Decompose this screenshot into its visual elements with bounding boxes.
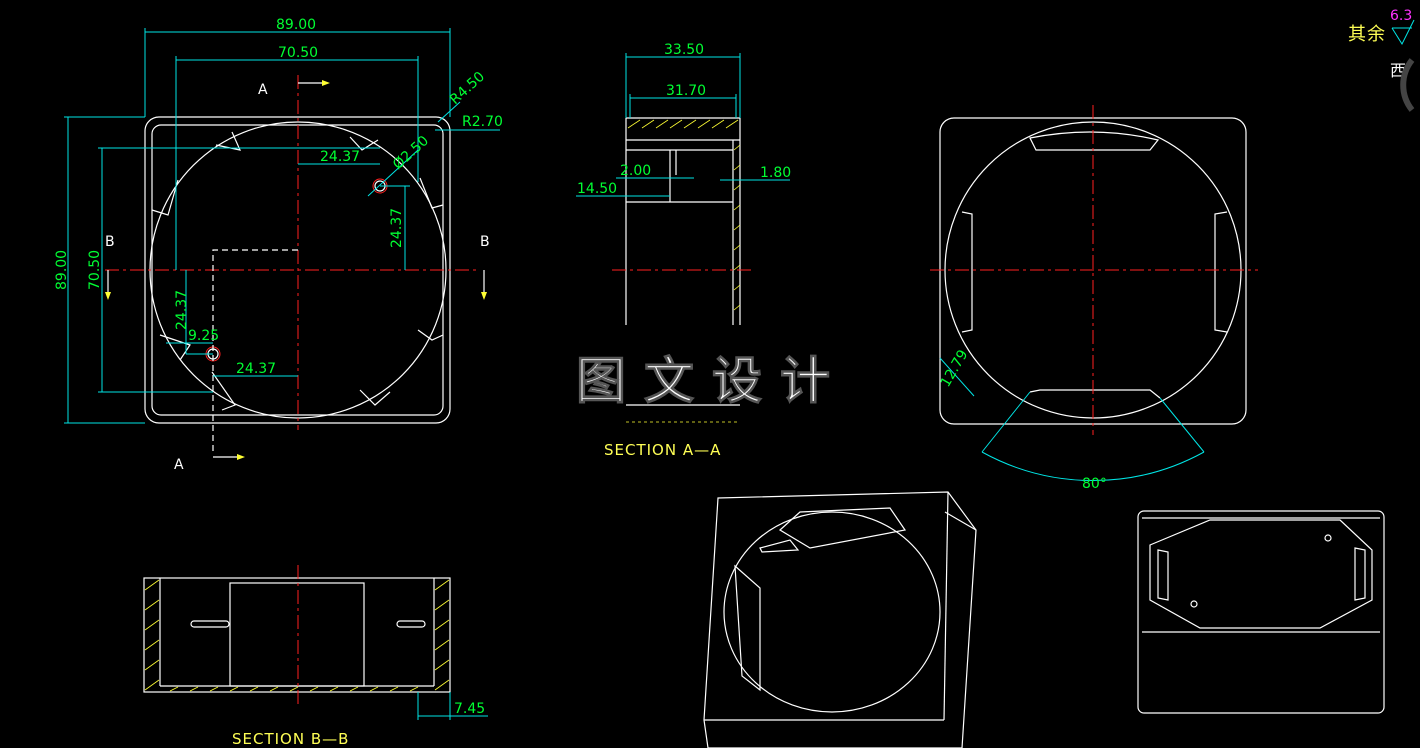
section-aa-title: SECTION A—A [604,441,721,459]
dim-overall-height: 89.00 [54,250,70,290]
section-b-left-label: B [105,234,115,250]
section-a-bottom-label: A [174,457,184,473]
section-aa-hatch [627,119,741,311]
dim-hole-offset-y: 24.37 [389,208,405,248]
iso-view-1 [703,491,977,748]
section-a-top-label: A [258,82,268,98]
dim-small: 9.25 [188,328,219,344]
front-view: 89.00 70.50 R4.50 R2.70 Ø2.50 24.37 24.3… [54,17,503,473]
bb-dim-base: 7.45 [454,701,485,717]
roughness-value: 6.3 [1390,8,1412,24]
dim-inner-height: 70.50 [87,250,103,290]
section-b-right-label: B [480,234,490,250]
top-view: 12.79 80° [930,105,1258,492]
dim-inner-width: 70.50 [278,45,318,61]
aa-dim-outer: 33.50 [664,42,704,58]
dim-overall-width: 89.00 [276,17,316,33]
dim-inner-radius: R2.70 [462,114,503,130]
top-dim-slot: 12.79 [938,347,972,390]
dim-hole-dia: Ø2.50 [390,133,432,173]
roughness-label: 其余 [1348,24,1386,45]
dim-hole-offset-x: 24.37 [320,149,360,165]
dim-hole2-offset-y: 24.37 [174,290,190,330]
watermark-text: 图文设计 [576,351,848,410]
roughness-symbol: 其余 6.3 西 [1348,8,1415,112]
section-bb-hatch [144,579,450,692]
section-bb-view: 7.45 SECTION B—B [143,565,488,748]
dim-hole2-offset-x: 24.37 [236,361,276,377]
section-aa-view: 33.50 31.70 2.00 14.50 1.80 SECTION A—A [576,42,791,459]
aa-dim-depth: 14.50 [577,181,617,197]
dim-outer-radius: R4.50 [447,69,488,108]
top-dim-angle: 80° [1082,476,1107,492]
aa-dim-inner: 31.70 [666,83,706,99]
iso-view-2 [1137,510,1385,714]
aa-dim-step: 2.00 [620,163,651,179]
aa-dim-wall: 1.80 [760,165,791,181]
section-bb-title: SECTION B—B [232,730,349,748]
